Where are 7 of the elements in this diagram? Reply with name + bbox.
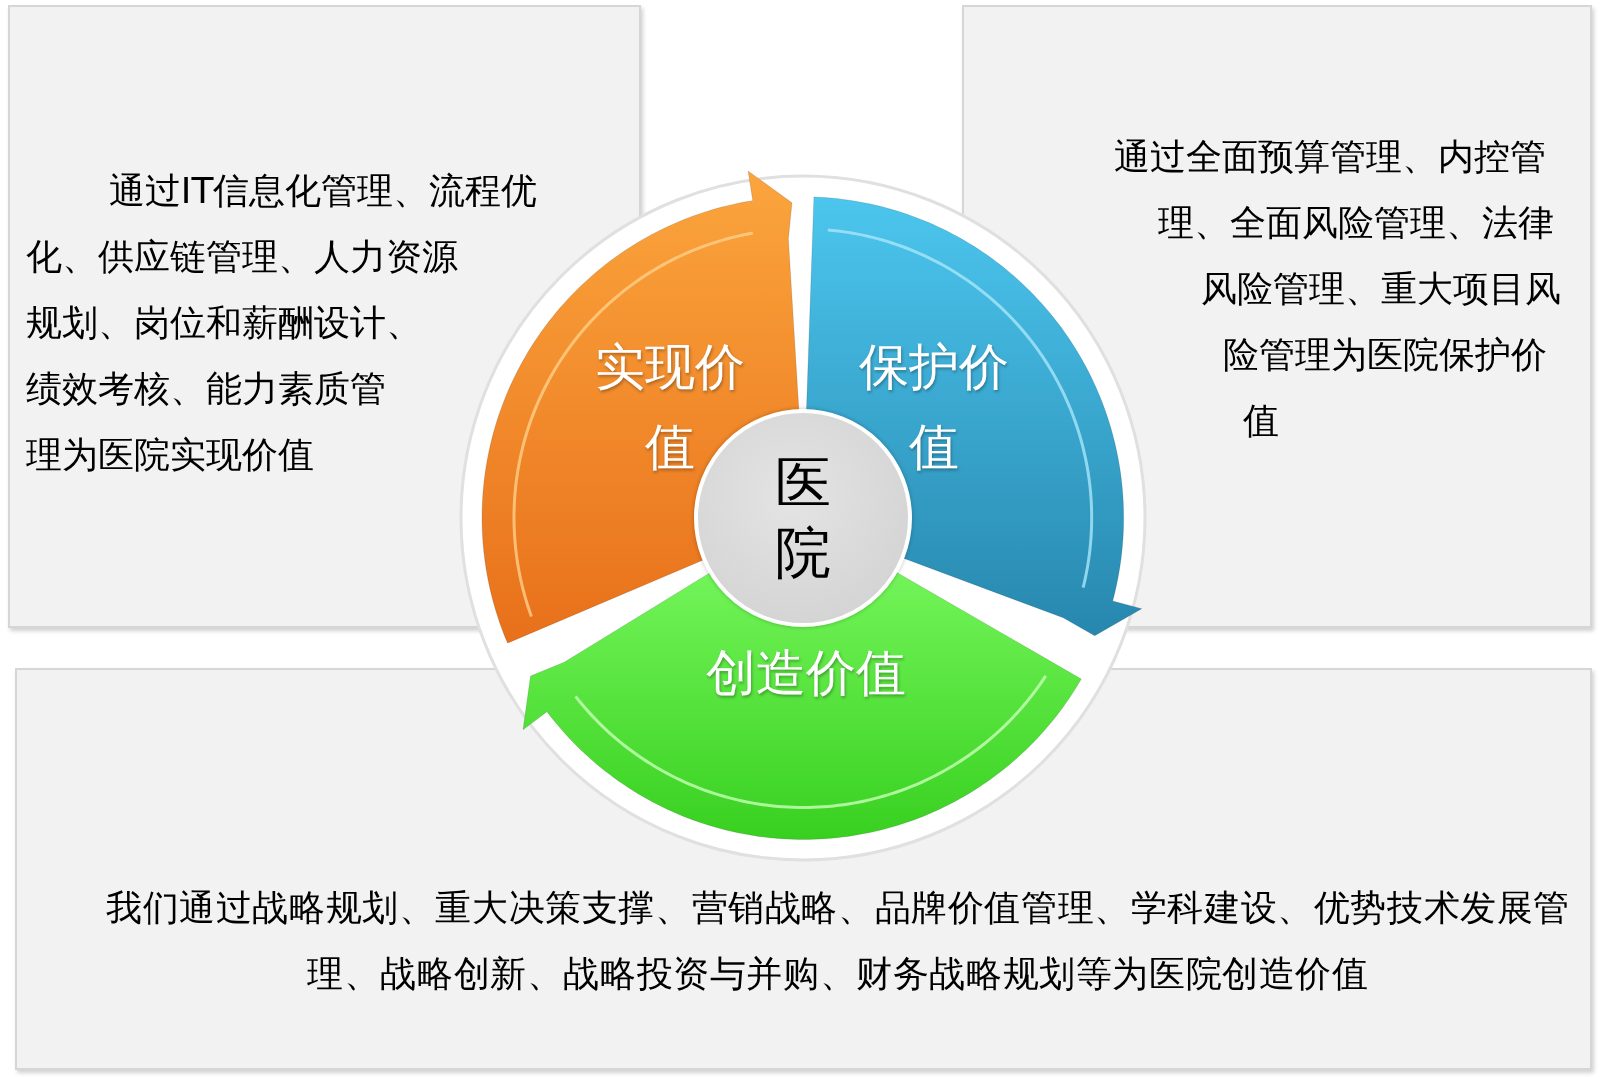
segment-label: 实现价值 (594, 337, 746, 478)
segment-label: 保护价值 (858, 337, 1010, 478)
description-text: 通过全面预算管理、内控管理、全面风险管理、法律风险管理、重大项目风险管理为医院保护价值 (1114, 136, 1561, 441)
segment-label: 创造价值 (705, 643, 907, 704)
hub-label: 医院 (775, 449, 831, 587)
description-text: 通过IT信息化管理、流程优化、供应链管理、人力资源规划、岗位和薪酬设计、绩效考核、能力素质管理为医院实现价值 (26, 170, 538, 475)
description-text: 我们通过战略规划、重大决策支撑、营销战略、品牌价值管理、学科建设、优势技术发展管理、战略创新、战略投资与并购、财务战略规划等为医院创造价值 (106, 887, 1570, 994)
